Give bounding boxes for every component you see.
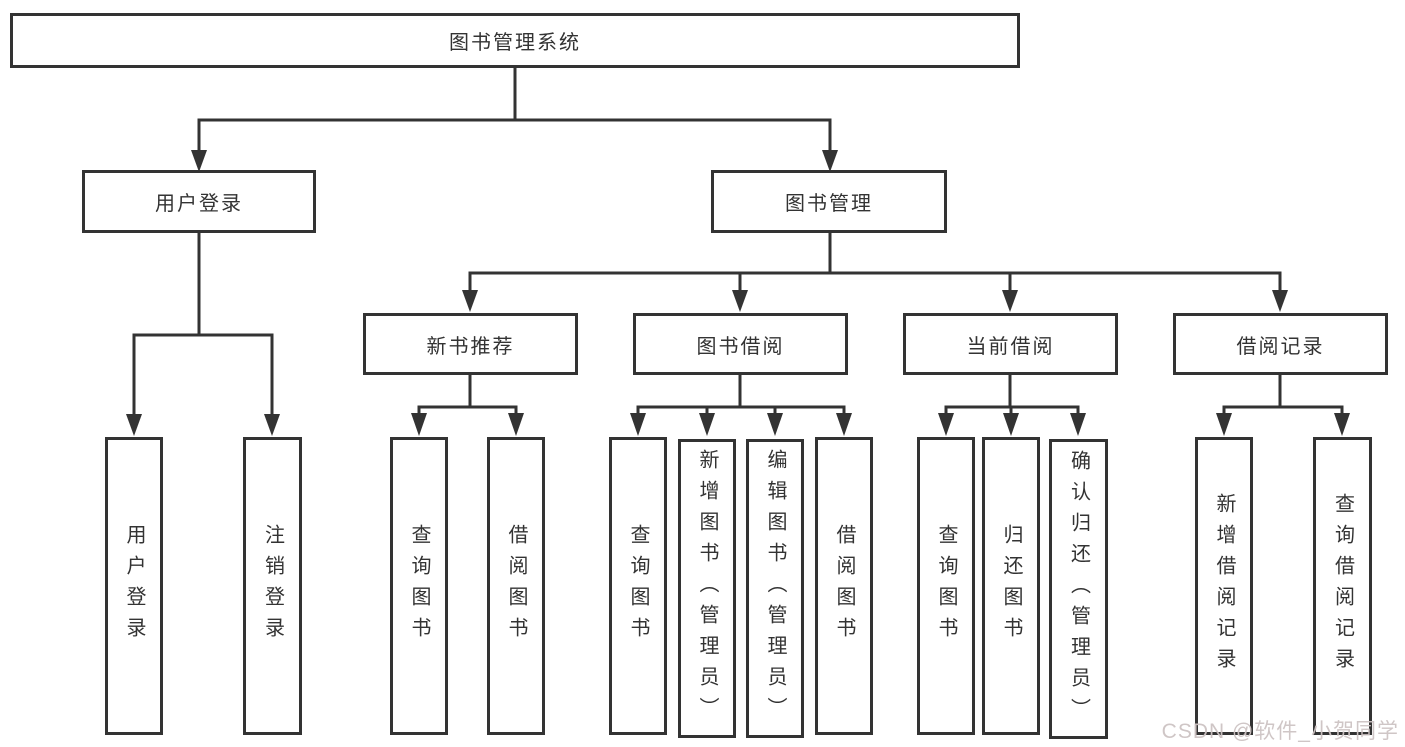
leaf-current-query-books-label: 查询图书 (935, 524, 957, 648)
node-current-borrow: 当前借阅 (903, 313, 1118, 375)
node-book-borrow-label: 图书借阅 (696, 335, 785, 358)
connector-root-to-level2 (191, 66, 838, 172)
leaf-current-confirm-return-admin: 确认归还（管理员） (1049, 439, 1108, 739)
connector-recommend-to-leaves (411, 373, 524, 436)
leaf-recommend-borrow-books: 借阅图书 (487, 437, 545, 735)
node-book-borrow: 图书借阅 (633, 313, 848, 375)
leaf-borrow-add-books-admin: 新增图书（管理员） (678, 439, 736, 738)
leaf-user-login: 用户登录 (105, 437, 163, 735)
leaf-borrow-add-books-admin-label: 新增图书（管理员） (696, 449, 718, 728)
connector-mgmt-to-level3 (462, 231, 1288, 312)
leaf-current-return-books-label: 归还图书 (1000, 524, 1022, 648)
node-book-mgmt: 图书管理 (711, 170, 947, 233)
leaf-records-query-record-label: 查询借阅记录 (1331, 493, 1354, 679)
leaf-borrow-query-books-label: 查询图书 (627, 524, 649, 648)
leaf-recommend-borrow-books-label: 借阅图书 (505, 524, 527, 648)
leaf-records-add-record: 新增借阅记录 (1195, 437, 1253, 735)
connector-records-to-leaves (1216, 373, 1350, 436)
leaf-recommend-query-books: 查询图书 (390, 437, 448, 735)
node-new-book-recommend: 新书推荐 (363, 313, 578, 375)
connector-login-to-leaves (126, 231, 280, 436)
node-root: 图书管理系统 (10, 13, 1020, 68)
leaf-user-login-label: 用户登录 (123, 524, 145, 648)
node-user-login-label: 用户登录 (155, 193, 243, 215)
leaf-borrow-borrow-books: 借阅图书 (815, 437, 873, 735)
leaf-current-return-books: 归还图书 (982, 437, 1040, 735)
leaf-logout-label: 注销登录 (261, 524, 284, 648)
node-root-label: 图书管理系统 (449, 32, 581, 54)
leaf-records-add-record-label: 新增借阅记录 (1213, 493, 1235, 679)
leaf-current-query-books: 查询图书 (917, 437, 975, 735)
node-new-book-recommend-label: 新书推荐 (426, 335, 515, 358)
connector-current-to-leaves (938, 373, 1086, 436)
node-borrow-records-label: 借阅记录 (1236, 335, 1325, 358)
node-user-login: 用户登录 (82, 170, 316, 233)
connector-borrow-to-leaves (630, 373, 852, 436)
leaf-borrow-borrow-books-label: 借阅图书 (833, 524, 855, 648)
leaf-records-query-record: 查询借阅记录 (1313, 437, 1372, 735)
leaf-borrow-query-books: 查询图书 (609, 437, 667, 735)
leaf-logout: 注销登录 (243, 437, 302, 735)
leaf-borrow-edit-books-admin-label: 编辑图书（管理员） (764, 449, 786, 728)
csdn-watermark: CSDN @软件_小贺同学 (1161, 720, 1399, 743)
node-borrow-records: 借阅记录 (1173, 313, 1388, 375)
leaf-recommend-query-books-label: 查询图书 (408, 524, 430, 648)
node-current-borrow-label: 当前借阅 (966, 335, 1055, 358)
leaf-borrow-edit-books-admin: 编辑图书（管理员） (746, 439, 804, 738)
node-book-mgmt-label: 图书管理 (785, 193, 873, 215)
leaf-current-confirm-return-admin-label: 确认归还（管理员） (1067, 449, 1090, 729)
